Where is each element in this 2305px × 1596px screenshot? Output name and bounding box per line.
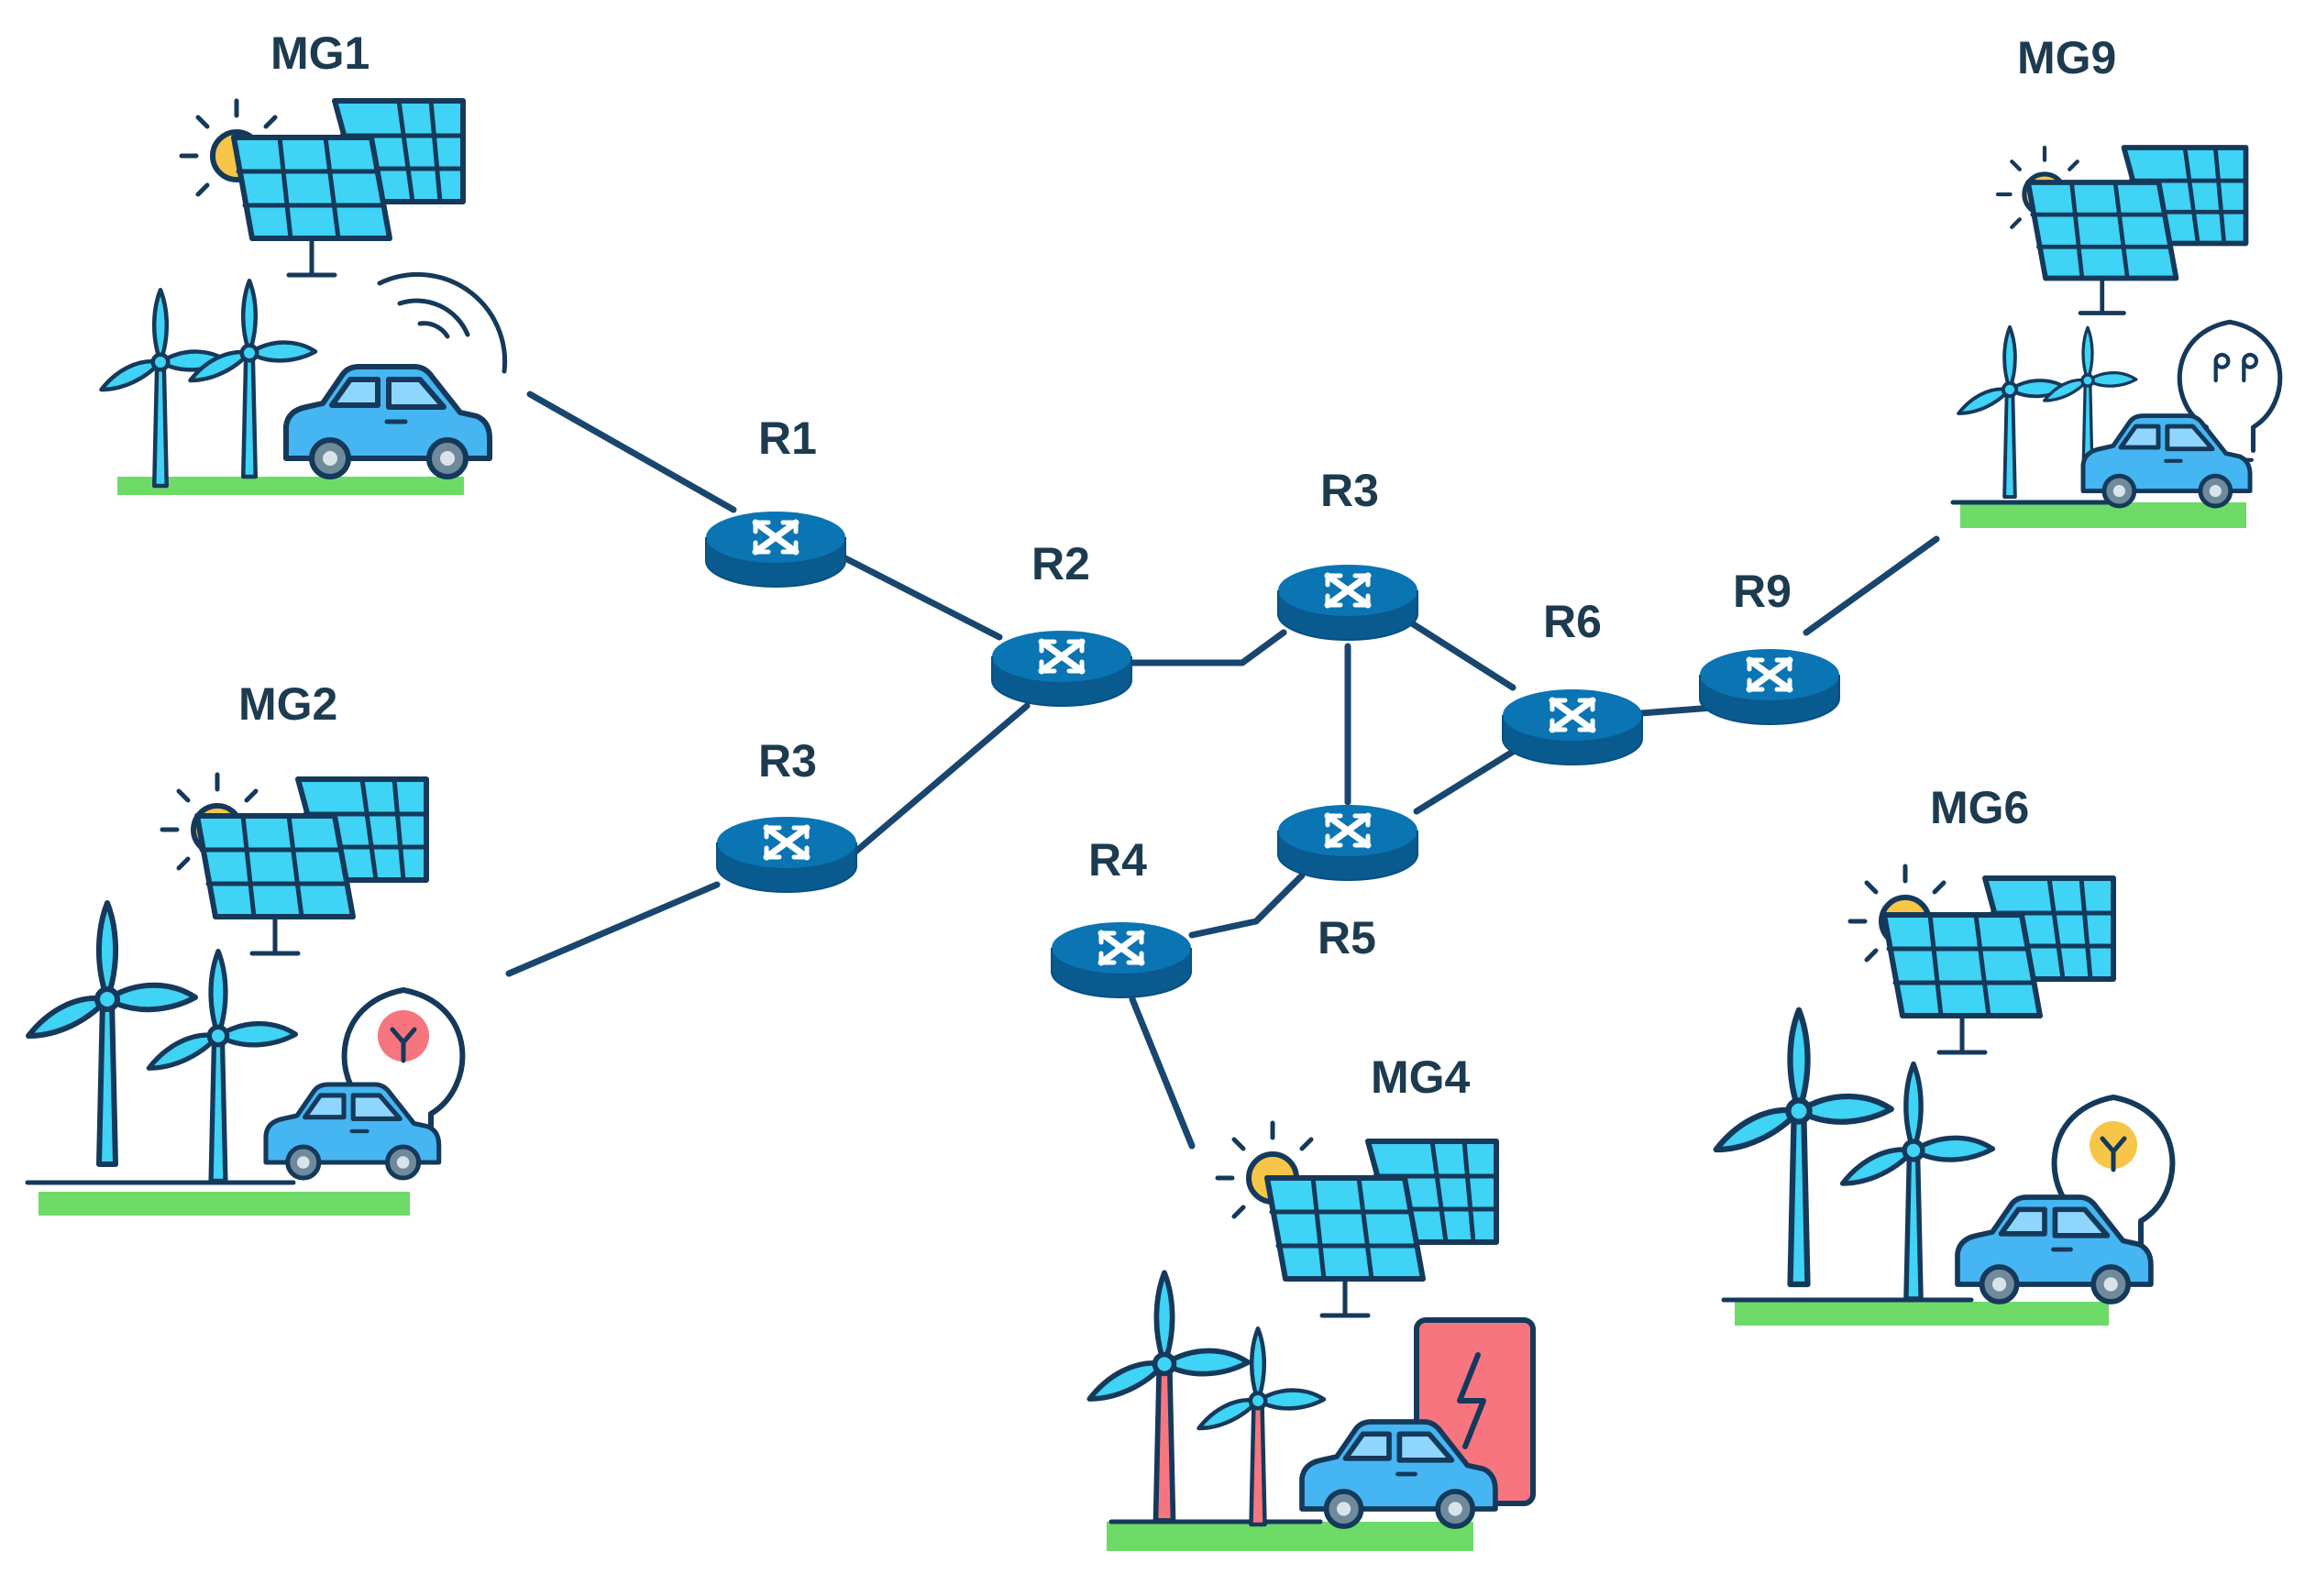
wind-turbine-icon bbox=[1716, 1010, 1891, 1284]
ground-strip bbox=[117, 477, 464, 495]
router-label-r9: R9 bbox=[1733, 566, 1792, 617]
electric-car-icon bbox=[286, 367, 490, 477]
ground-strip bbox=[1960, 502, 2246, 528]
router-r3-top bbox=[1278, 565, 1417, 640]
link-r3-r6 bbox=[1408, 620, 1516, 691]
link-mg1-r1 bbox=[526, 391, 737, 513]
microgrid-label-mg1: MG1 bbox=[270, 28, 369, 79]
microgrid-label-mg9: MG9 bbox=[2017, 32, 2116, 83]
link-r2-r3 bbox=[1128, 629, 1287, 666]
wind-turbine-icon bbox=[1957, 325, 2069, 499]
router-r2 bbox=[992, 631, 1131, 706]
ground-strip bbox=[1107, 1522, 1473, 1551]
link-r6-r9 bbox=[1638, 704, 1716, 717]
wind-turbine-icon bbox=[1089, 1272, 1248, 1521]
microgrid-mg9: MG9 bbox=[1950, 32, 2280, 528]
wind-turbine-icon bbox=[102, 290, 227, 486]
link-r4-mg4 bbox=[1129, 996, 1196, 1150]
microgrid-mg2: MG2 bbox=[25, 678, 463, 1216]
router-r3-left bbox=[717, 817, 856, 892]
network-links bbox=[505, 391, 1940, 1150]
router-r4 bbox=[1052, 922, 1191, 997]
solar-panel-icon bbox=[2028, 148, 2246, 314]
link-r5-r4 bbox=[1188, 872, 1306, 939]
router-label-r6: R6 bbox=[1543, 596, 1602, 647]
ground-strip bbox=[39, 1192, 410, 1216]
ground-strip bbox=[1735, 1302, 2109, 1326]
microgrid-label-mg6: MG6 bbox=[1930, 782, 2029, 833]
microgrid-mg6: MG6 bbox=[1716, 782, 2173, 1326]
solar-panel-icon bbox=[197, 779, 426, 953]
link-r5-r6 bbox=[1413, 748, 1516, 815]
microgrid-label-mg4: MG4 bbox=[1371, 1051, 1471, 1103]
wind-turbine-icon bbox=[28, 903, 195, 1164]
microgrid-mg4: MG4 bbox=[1089, 1051, 1536, 1551]
link-r9-mg9 bbox=[1803, 535, 1940, 636]
router-label-r3-left: R3 bbox=[758, 735, 817, 787]
wireless-signal-icon bbox=[377, 271, 508, 374]
solar-panel-icon bbox=[1267, 1141, 1496, 1315]
link-mg2-r3 bbox=[505, 881, 721, 977]
router-r6 bbox=[1503, 689, 1642, 765]
microgrid-label-mg2: MG2 bbox=[238, 678, 337, 730]
router-r1 bbox=[706, 512, 845, 587]
microgrid-mg1: MG1 bbox=[102, 28, 508, 495]
link-r3-r2 bbox=[851, 702, 1031, 856]
bulb-icon bbox=[345, 990, 463, 1152]
router-label-r4: R4 bbox=[1088, 834, 1147, 886]
router-label-r2: R2 bbox=[1031, 538, 1090, 589]
bulb-icon bbox=[2179, 322, 2279, 459]
link-r1-r2 bbox=[840, 554, 1003, 641]
router-r9 bbox=[1700, 649, 1839, 724]
router-label-r3-top: R3 bbox=[1320, 465, 1379, 516]
router-r5 bbox=[1278, 805, 1417, 880]
bulb-icon bbox=[2055, 1097, 2173, 1260]
router-label-r5: R5 bbox=[1318, 912, 1376, 963]
router-label-r1: R1 bbox=[758, 413, 817, 464]
